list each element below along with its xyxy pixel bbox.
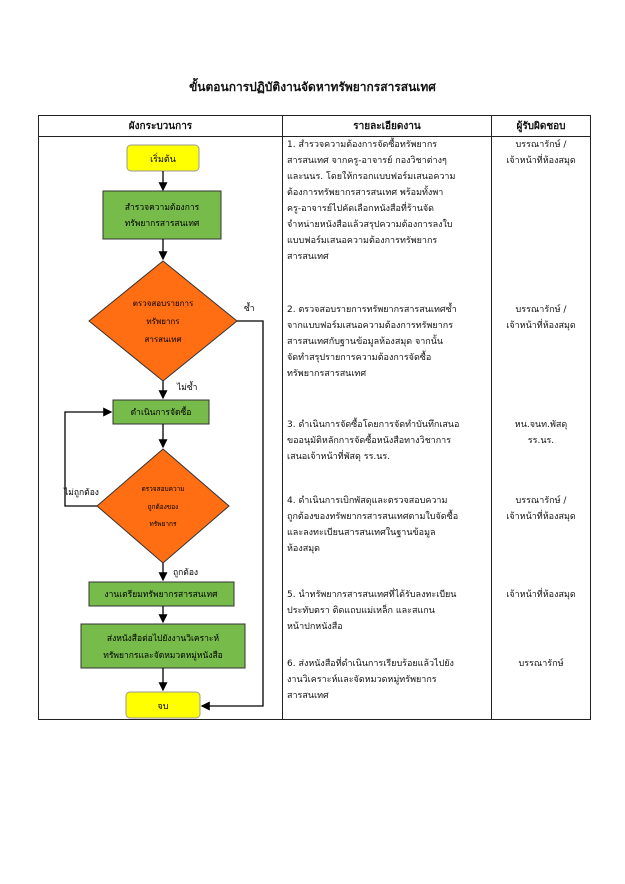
step-2-detail: 2. ตรวจสอบรายการทรัพยากรสารสนเทศซ้ำ จากแ… [287, 302, 489, 382]
step-line: สารสนเทศ [287, 252, 329, 262]
step-line: 1. สำรวจความต้องการจัดซื้อทรัพยากร [287, 140, 438, 150]
step-line: งานวิเคราะห์และจัดหมวดหมู่ทรัพยากร [287, 675, 437, 685]
step-6-responsible: บรรณารักษ์ [492, 656, 590, 672]
step-5-responsible: เจ้าหน้าที่ห้องสมุด [492, 587, 590, 603]
step-line: สารสนเทศ [287, 691, 329, 701]
step-line: สารสนเทศ จากครู-อาจารย์ กองวิชาต่างๆ [287, 156, 447, 166]
header-flow: ผังกระบวนการ [38, 115, 283, 137]
step-3-responsible: หน.จนท.พัสดุ รร.นร. [492, 417, 590, 449]
step-line: และลงทะเบียนสารสนเทศในฐานข้อมูล [287, 528, 436, 538]
header-responsible: ผู้รับผิดชอบ [491, 115, 591, 137]
step-line: ครู-อาจารย์ไปคัดเลือกหนังสือที่ร้านจัด [287, 204, 435, 214]
header-detail: รายละเอียดงาน [282, 115, 492, 137]
step-line: ขออนุมัติหลักการจัดซื้อหนังสือทางวิชาการ [287, 436, 452, 446]
step-line: เสนอเจ้าหน้าที่พัสดุ รร.นร. [287, 452, 391, 462]
step-6-detail: 6. ส่งหนังสือที่ดำเนินการเรียบร้อยแล้วไป… [287, 656, 489, 704]
step-line: ทรัพยากรสารสนเทศ [287, 369, 367, 379]
step-line: ต้องการทรัพยากรสารสนเทศ พร้อมทั้งพา [287, 188, 444, 198]
step-2-responsible: บรรณารักษ์ / เจ้าหน้าที่ห้องสมุด [492, 302, 590, 334]
responsible-line: บรรณารักษ์ / [515, 140, 567, 150]
step-line: ถูกต้องของทรัพยากรสารสนเทศตามใบจัดซื้อ [287, 512, 459, 522]
step-line: หน้าปกหนังสือ [287, 622, 343, 632]
step-line: 6. ส่งหนังสือที่ดำเนินการเรียบร้อยแล้วไป… [287, 659, 454, 669]
responsible-line: บรรณารักษ์ / [515, 305, 567, 315]
responsible-line: เจ้าหน้าที่ห้องสมุด [506, 512, 576, 522]
step-line: แบบฟอร์มเสนอความต้องการทรัพยากร [287, 236, 438, 246]
step-line: ประทับตรา ติดแถบแม่เหล็ก และสแกน [287, 606, 435, 616]
responsible-line: เจ้าหน้าที่ห้องสมุด [506, 156, 576, 166]
step-line: จากแบบฟอร์มเสนอความต้องการทรัพยากร [287, 321, 454, 331]
step-line: 2. ตรวจสอบรายการทรัพยากรสารสนเทศซ้ำ [287, 305, 457, 315]
step-line: จัดทำสรุปรายการความต้องการจัดซื้อ [287, 353, 432, 363]
step-3-detail: 3. ดำเนินการจัดซื้อโดยการจัดทำบันทึกเสนอ… [287, 417, 489, 465]
step-line: ห้องสมุด [287, 544, 321, 554]
step-1-detail: 1. สำรวจความต้องการจัดซื้อทรัพยากร สารสน… [287, 137, 489, 265]
page-title: ขั้นตอนการปฏิบัติงานจัดหาทรัพยากรสารสนเท… [189, 80, 436, 94]
responsible-line: เจ้าหน้าที่ห้องสมุด [506, 590, 576, 600]
step-line: 5. นำทรัพยากรสารสนเทศที่ได้รับลงทะเบียน [287, 590, 457, 600]
responsible-line: เจ้าหน้าที่ห้องสมุด [506, 321, 576, 331]
responsible-line: หน.จนท.พัสดุ [514, 420, 568, 430]
step-line: สารสนเทศกับฐานข้อมูลห้องสมุด จากนั้น [287, 337, 444, 347]
step-line: 3. ดำเนินการจัดซื้อโดยการจัดทำบันทึกเสนอ [287, 420, 460, 430]
step-4-responsible: บรรณารักษ์ / เจ้าหน้าที่ห้องสมุด [492, 493, 590, 525]
step-5-detail: 5. นำทรัพยากรสารสนเทศที่ได้รับลงทะเบียน … [287, 587, 489, 635]
step-1-responsible: บรรณารักษ์ / เจ้าหน้าที่ห้องสมุด [492, 137, 590, 169]
responsible-line: บรรณารักษ์ / [515, 496, 567, 506]
step-line: จำหน่ายหนังสือแล้วสรุปความต้องการลงใบ [287, 220, 453, 230]
step-4-detail: 4. ดำเนินการเบิกพัสดุและตรวจสอบความ ถูกต… [287, 493, 489, 557]
step-line: และนนร. โดยให้กรอกแบบฟอร์มเสนอความ [287, 172, 456, 182]
responsible-line: รร.นร. [527, 436, 555, 446]
responsible-line: บรรณารักษ์ [518, 659, 564, 669]
step-line: 4. ดำเนินการเบิกพัสดุและตรวจสอบความ [287, 496, 448, 506]
